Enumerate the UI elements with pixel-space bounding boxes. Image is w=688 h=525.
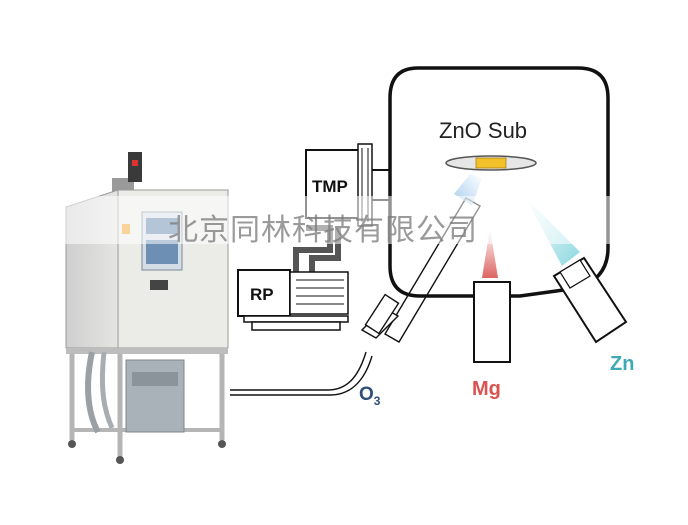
substrate-holder-icon xyxy=(445,155,537,171)
rotary-pump-icon xyxy=(237,269,349,331)
zn-label: Zn xyxy=(610,353,634,375)
gas-feed-line xyxy=(230,351,373,396)
ozone-label: O3 xyxy=(359,384,381,408)
rp-label: RP xyxy=(250,285,274,304)
substrate-label: ZnO Sub xyxy=(439,118,527,143)
mg-label: Mg xyxy=(472,378,501,400)
ozone-label-sub: 3 xyxy=(374,394,381,408)
watermark-text: 北京同林科技有限公司 xyxy=(168,213,478,248)
zn-effusion-cell-icon xyxy=(552,256,628,344)
mg-beam xyxy=(482,228,498,278)
watermark-band xyxy=(0,196,688,244)
tmp-label: TMP xyxy=(312,177,348,196)
vacuum-chamber-icon xyxy=(388,66,610,298)
ozone-label-main: O xyxy=(359,384,374,405)
mg-effusion-cell-icon xyxy=(473,281,511,363)
